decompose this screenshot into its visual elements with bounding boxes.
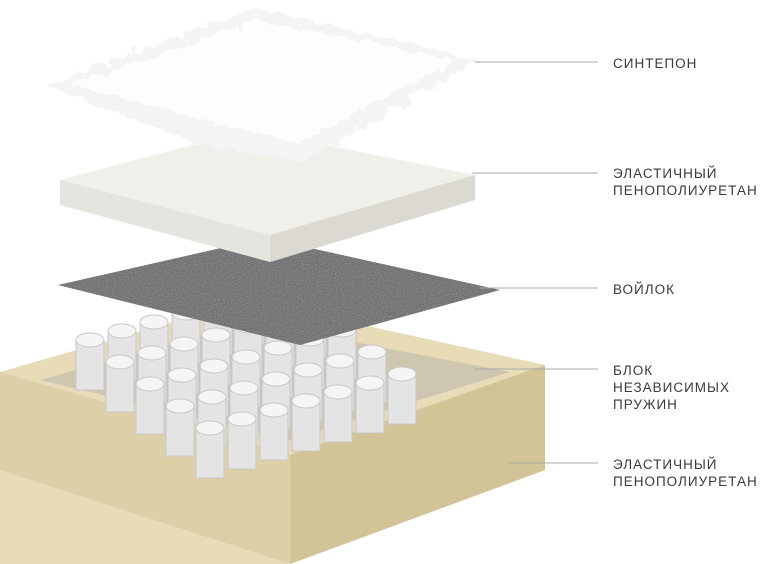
spring-pocket-top <box>355 375 385 391</box>
spring-pocket-top <box>259 402 289 418</box>
spring-pocket-top <box>139 314 169 330</box>
spring-pocket <box>227 418 257 470</box>
spring-pocket-top <box>137 345 167 361</box>
spring-pocket-top <box>201 327 231 343</box>
spring-block <box>75 278 417 479</box>
spring-pocket <box>135 383 165 435</box>
spring-pocket <box>355 382 385 434</box>
spring-pocket-top <box>293 362 323 378</box>
spring-pocket-top <box>291 393 321 409</box>
spring-pocket-top <box>227 411 257 427</box>
spring-pocket <box>291 400 321 452</box>
spring-pocket-top <box>195 420 225 436</box>
label-elastic-foam-base: ЭЛАСТИЧНЫЙ ПЕНОПОЛИУРЕТАН <box>613 457 758 489</box>
label-synthetic-fiber: СИНТЕПОН <box>613 56 698 71</box>
spring-pocket-top <box>75 332 105 348</box>
spring-pocket-top <box>323 384 353 400</box>
spring-pocket <box>387 373 417 425</box>
spring-pocket-top <box>231 349 261 365</box>
spring-pocket-top <box>387 366 417 382</box>
spring-pocket-top <box>199 358 229 374</box>
spring-pocket-top <box>261 371 291 387</box>
synthetic-fiber-layer <box>45 8 480 162</box>
spring-pocket-top <box>165 398 195 414</box>
spring-pocket <box>75 339 105 391</box>
spring-pocket-top <box>325 353 355 369</box>
spring-pocket-top <box>107 323 137 339</box>
label-elastic-foam-top: ЭЛАСТИЧНЫЙ ПЕНОПОЛИУРЕТАН <box>613 166 758 198</box>
felt-layer <box>58 238 500 345</box>
label-felt: ВОЙЛОК <box>613 282 675 297</box>
spring-pocket <box>165 405 195 457</box>
label-spring-block: БЛОК НЕЗАВИСИМЫХ ПРУЖИН <box>613 363 730 412</box>
spring-pocket-top <box>229 380 259 396</box>
spring-pocket-top <box>105 354 135 370</box>
spring-pocket-top <box>357 344 387 360</box>
spring-pocket-top <box>169 336 199 352</box>
leader-lines <box>472 61 598 464</box>
spring-pocket-top <box>263 340 293 356</box>
spring-pocket <box>323 391 353 443</box>
foam-top-layer <box>60 130 475 262</box>
spring-pocket-top <box>135 376 165 392</box>
spring-pocket-top <box>167 367 197 383</box>
spring-pocket-top <box>197 389 227 405</box>
spring-pocket <box>259 409 289 461</box>
